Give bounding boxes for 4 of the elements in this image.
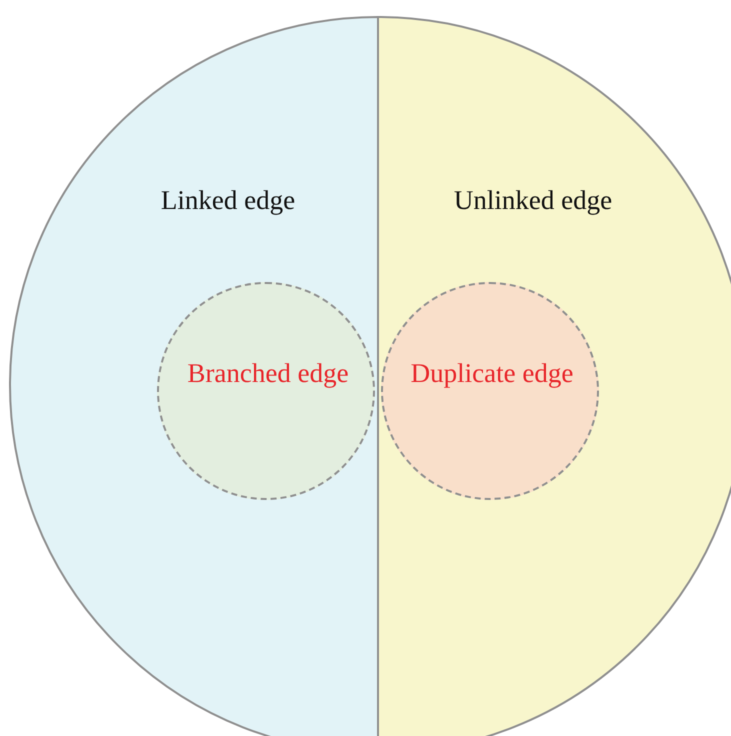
region-label: Unlinked edge xyxy=(452,184,614,217)
subset-label: Branched edge xyxy=(186,357,350,390)
subset-label: Duplicate edge xyxy=(410,357,574,390)
region-label: Linked edge xyxy=(160,184,296,217)
